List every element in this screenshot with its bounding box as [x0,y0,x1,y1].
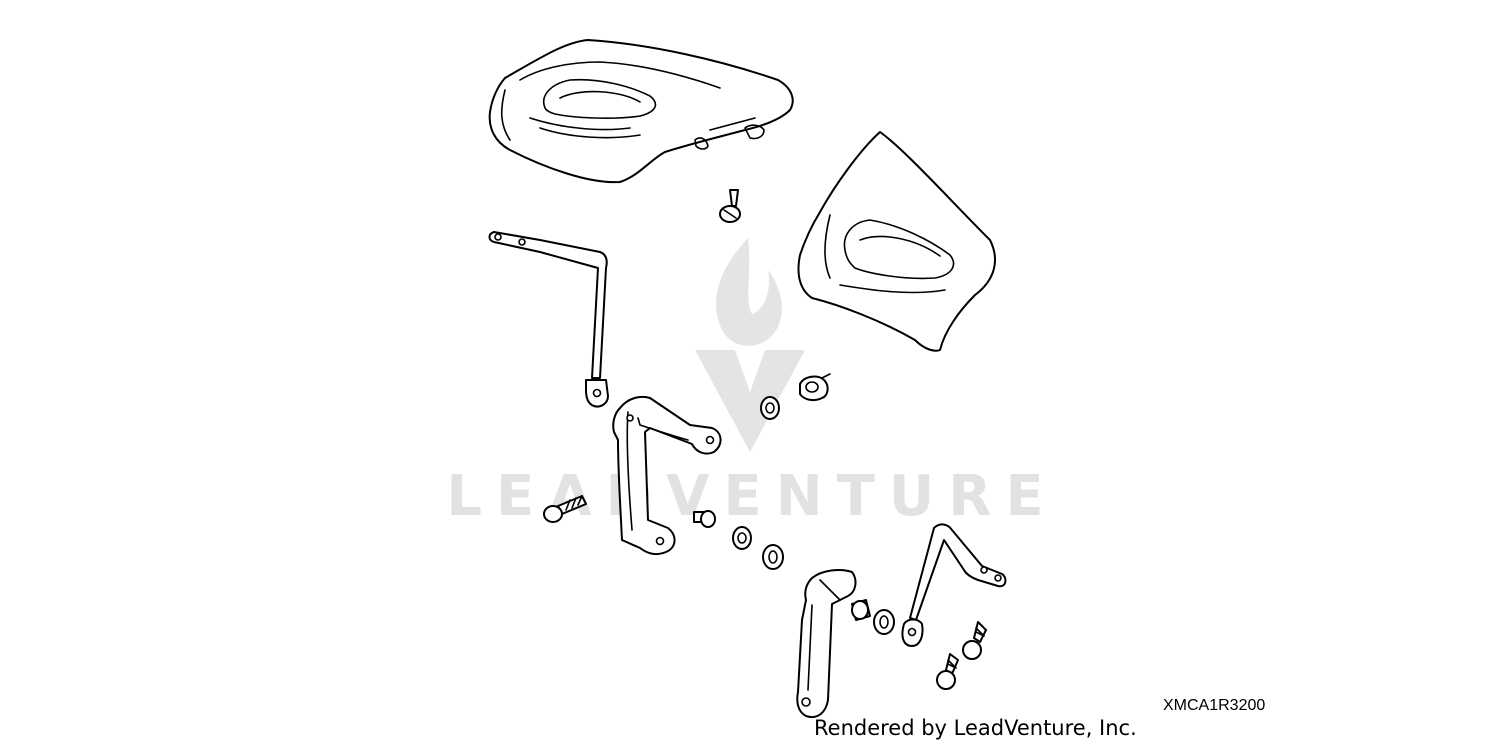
stay-rod-left[interactable] [488,231,609,408]
tapping-screw-1[interactable] [719,189,741,223]
stay-rod-right[interactable] [901,523,1007,647]
bracket-right[interactable] [796,569,857,718]
washer-1[interactable] [732,526,752,550]
grommet-1[interactable] [760,396,780,420]
tapping-screw-3[interactable] [936,653,959,690]
bracket-left[interactable] [612,395,722,556]
washer-2[interactable] [762,544,784,570]
collar[interactable] [851,599,871,621]
small-bolt[interactable] [693,510,716,528]
watermark-flame-icon [716,238,782,346]
watermark-brand-text: LEADVENTURE [446,464,1057,529]
watermark-v-icon [695,350,805,452]
rendered-by-credit: Rendered by LeadVenture, Inc. [814,716,1137,740]
leadventure-watermark: LEADVENTURE [446,238,1057,529]
diagram-code: XMCA1R3200 [1163,697,1266,714]
clip-nut-1[interactable] [799,373,831,402]
flange-bolt[interactable] [543,495,587,523]
washer-3[interactable] [873,609,895,635]
cover-left[interactable] [488,39,794,184]
tapping-screw-2[interactable] [962,621,987,660]
cover-right[interactable] [797,131,996,352]
